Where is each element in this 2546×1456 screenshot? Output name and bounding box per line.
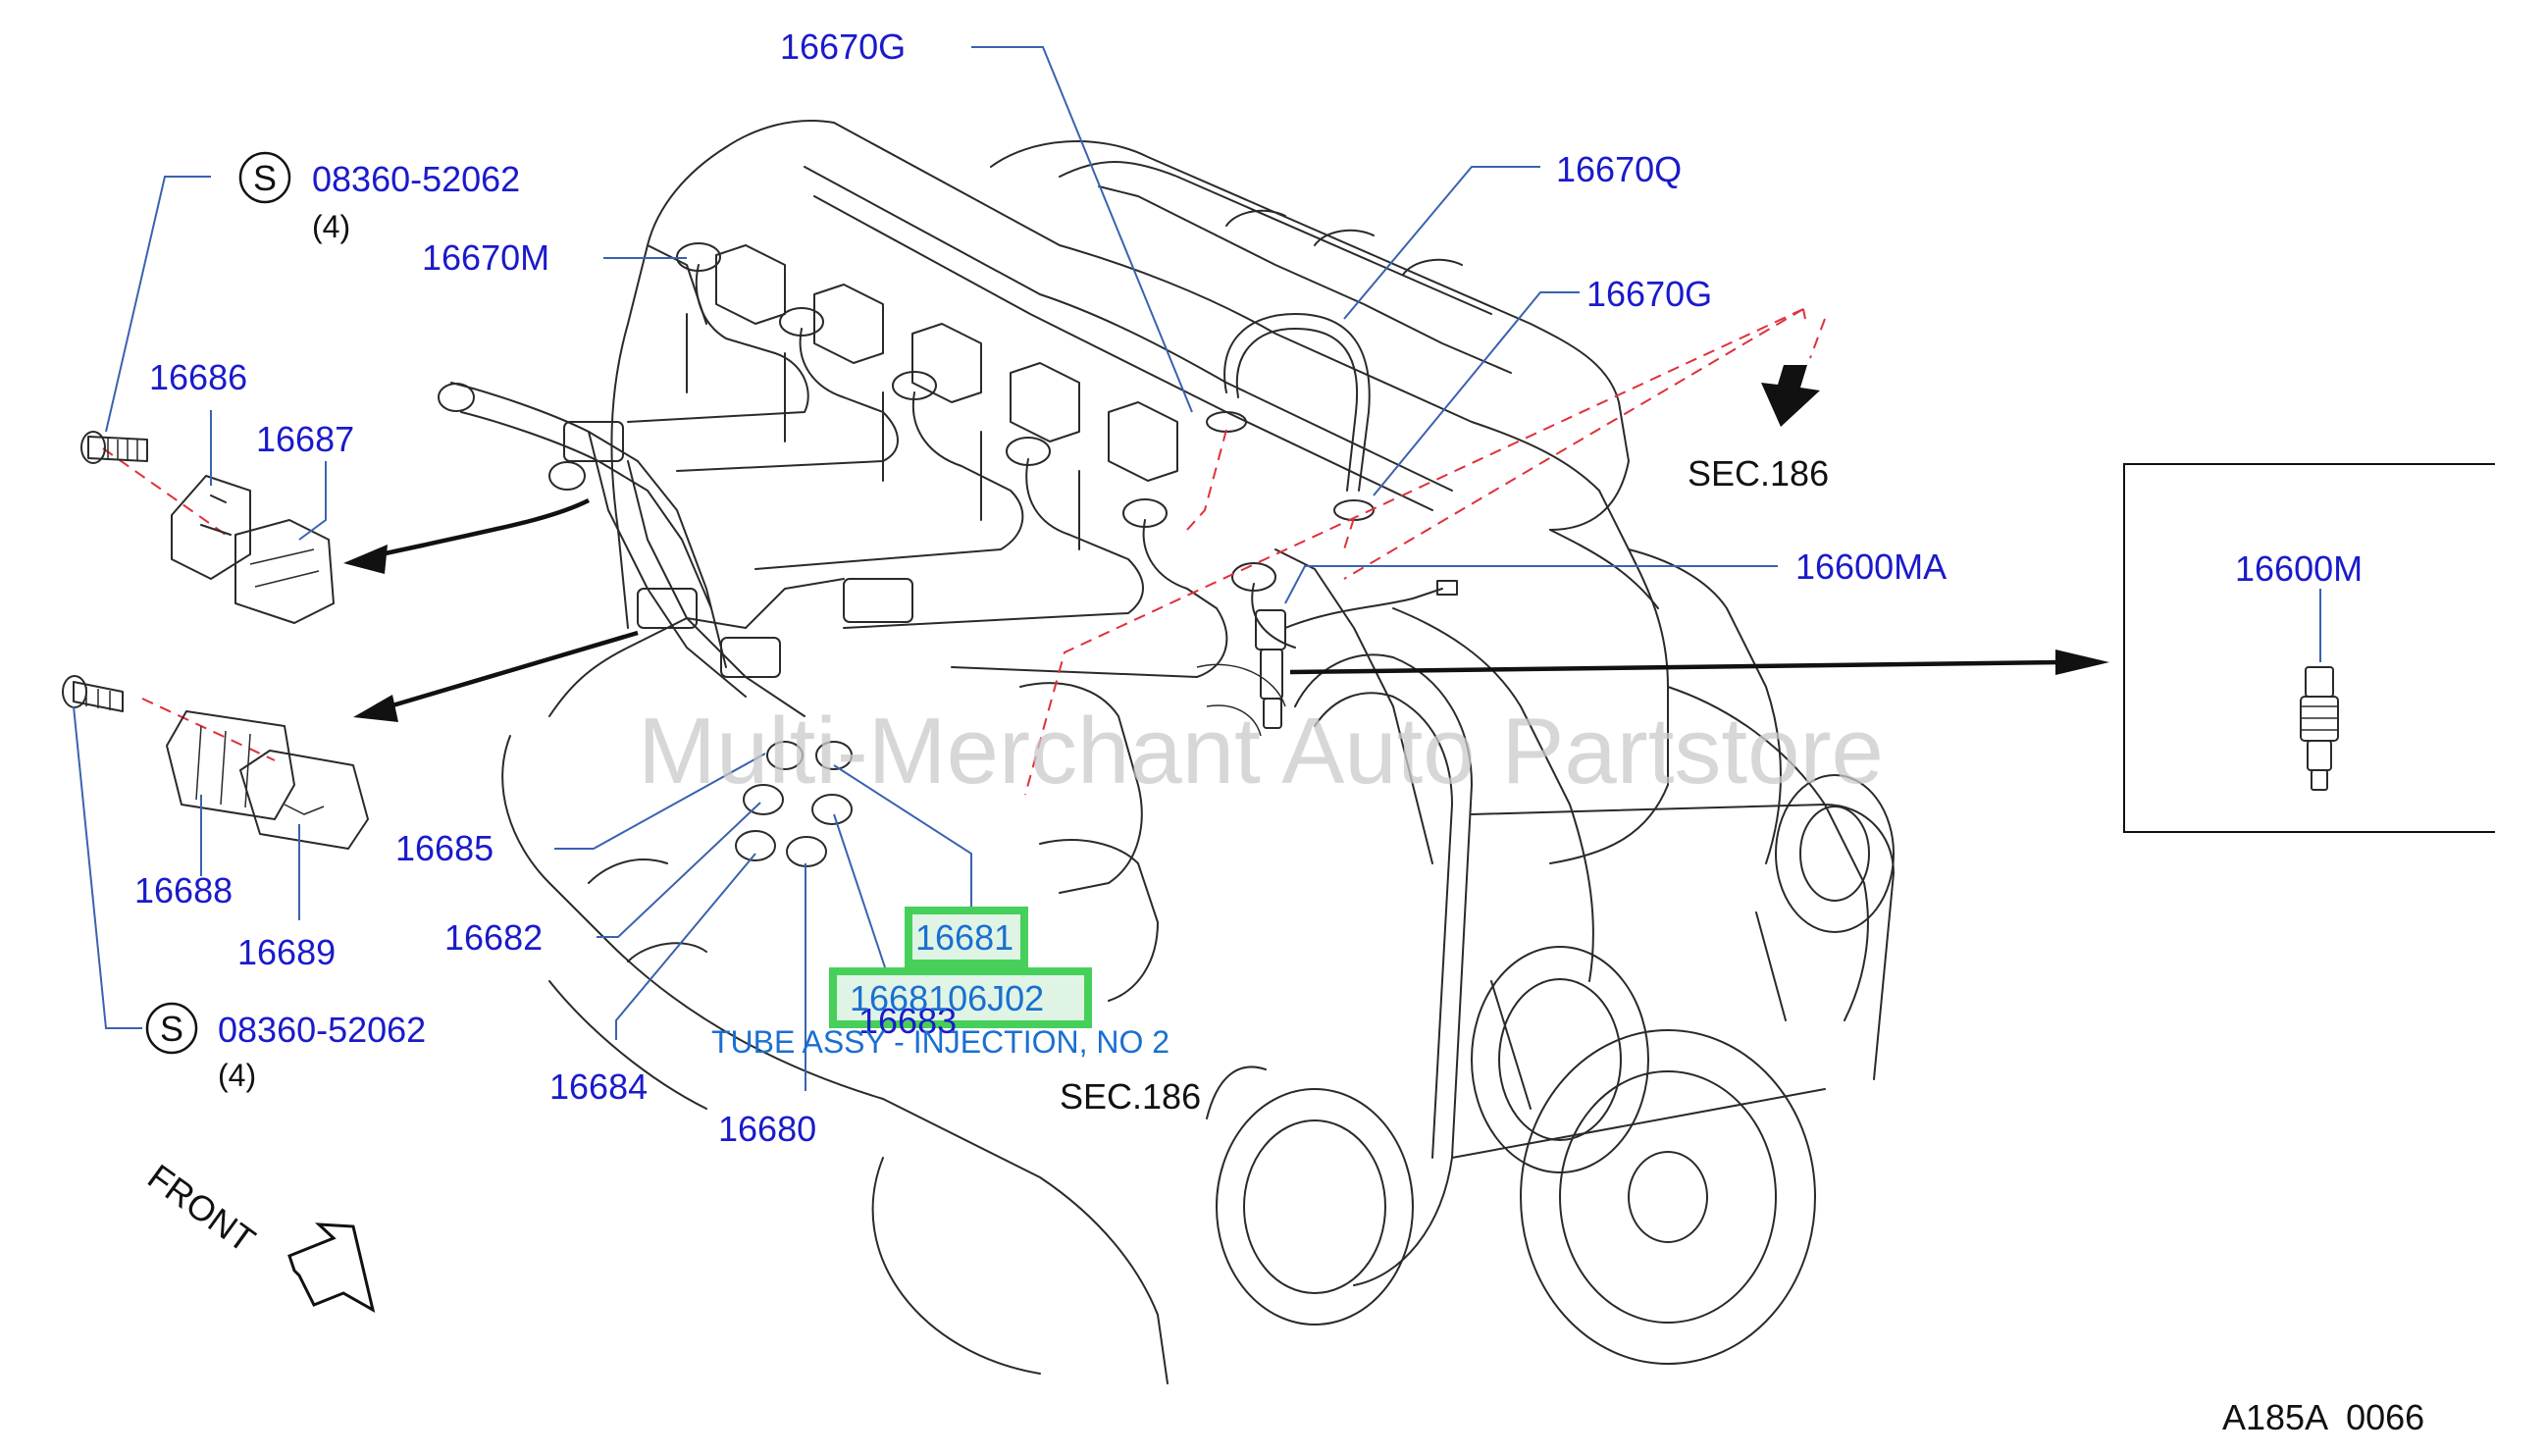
leader-lines bbox=[73, 46, 2321, 1091]
inset-panel bbox=[2123, 463, 2495, 833]
label-16685[interactable]: 16685 bbox=[395, 828, 494, 868]
part-labels: 16670G 16670Q 16670G 16670M 08360-52062 … bbox=[134, 26, 2424, 1437]
dashed-reference-lines bbox=[102, 308, 1826, 796]
svg-text:S: S bbox=[160, 1009, 183, 1049]
highlight-box-part-number bbox=[829, 967, 1092, 1028]
label-screw-qty-top: (4) bbox=[312, 209, 350, 244]
label-16600M[interactable]: 16600M bbox=[2235, 548, 2363, 589]
label-part-number-highlighted[interactable]: 1668106J02 bbox=[850, 978, 1044, 1018]
screw-symbol-bottom: S bbox=[145, 1002, 198, 1055]
drawing-code: A185A 0066 bbox=[2222, 1397, 2424, 1437]
label-screw-bottom[interactable]: 08360-52062 bbox=[218, 1010, 426, 1050]
label-16600MA[interactable]: 16600MA bbox=[1795, 546, 1947, 587]
label-16688[interactable]: 16688 bbox=[134, 870, 233, 910]
clip-assembly-bottom bbox=[62, 675, 369, 850]
label-part-description: TUBE ASSY - INJECTION, NO 2 bbox=[711, 1024, 1169, 1060]
label-sec186-top[interactable]: SEC.186 bbox=[1688, 453, 1829, 494]
injector-nozzle-inset bbox=[2300, 666, 2339, 791]
label-16683[interactable]: 16683 bbox=[858, 1001, 957, 1041]
label-screw-qty-bottom: (4) bbox=[218, 1058, 256, 1093]
front-direction-arrow bbox=[287, 1222, 376, 1313]
label-16687[interactable]: 16687 bbox=[256, 419, 354, 459]
pointer-arrows bbox=[343, 365, 2109, 722]
label-16670M[interactable]: 16670M bbox=[422, 237, 549, 278]
label-front: FRONT bbox=[140, 1156, 262, 1260]
label-16682[interactable]: 16682 bbox=[444, 917, 543, 958]
label-sec186-bottom[interactable]: SEC.186 bbox=[1060, 1076, 1201, 1117]
screw-symbol-top: S bbox=[238, 151, 291, 204]
engine-drawing bbox=[438, 120, 1895, 1384]
label-16689[interactable]: 16689 bbox=[237, 932, 336, 972]
highlight-boxes bbox=[829, 907, 1092, 1028]
label-16686[interactable]: 16686 bbox=[149, 357, 247, 397]
label-screw-top[interactable]: 08360-52062 bbox=[312, 159, 520, 199]
label-16670G-right[interactable]: 16670G bbox=[1586, 274, 1712, 314]
label-16670G-top[interactable]: 16670G bbox=[780, 26, 906, 67]
label-16684[interactable]: 16684 bbox=[549, 1066, 648, 1107]
svg-text:S: S bbox=[253, 158, 277, 198]
highlight-box-16681 bbox=[905, 907, 1028, 967]
label-16681-highlighted[interactable]: 16681 bbox=[915, 917, 1013, 958]
label-16670Q[interactable]: 16670Q bbox=[1556, 149, 1682, 189]
clip-assembly-top bbox=[80, 431, 335, 624]
label-16680[interactable]: 16680 bbox=[718, 1109, 816, 1149]
watermark: Multi-Merchant Auto Partstore bbox=[638, 699, 1884, 804]
